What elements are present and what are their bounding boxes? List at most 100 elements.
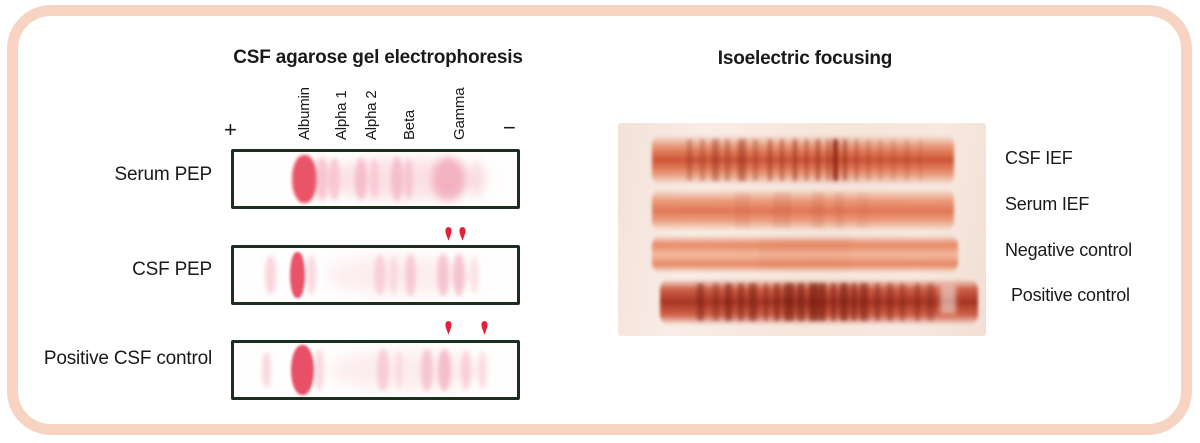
ief-band-stripe xyxy=(830,282,837,322)
gel-band xyxy=(265,256,277,294)
gel-band xyxy=(390,157,403,201)
ief-band-stripe xyxy=(763,282,769,322)
ief-band-stripe xyxy=(780,139,784,181)
ief-band-stripe xyxy=(767,139,772,181)
gel-band xyxy=(469,256,479,294)
ief-band-stripe xyxy=(834,192,844,228)
gel-strip-positive-csf-control xyxy=(231,340,520,400)
ief-band-stripe xyxy=(899,282,905,322)
ief-band-stripe xyxy=(804,139,808,181)
ief-band-stripe xyxy=(808,282,819,322)
gel-band xyxy=(327,256,475,294)
ief-band-stripe xyxy=(725,139,730,181)
ief-band-stripe xyxy=(700,139,705,181)
gel-band xyxy=(330,350,484,390)
ief-band-stripe xyxy=(712,139,719,181)
gel-band xyxy=(291,155,318,203)
gel-band xyxy=(420,349,433,391)
ief-band-stripe xyxy=(759,238,851,270)
ief-band-stripe xyxy=(826,139,830,181)
ief-lane-csf xyxy=(652,135,954,185)
band-marker-arrow-icon xyxy=(480,320,489,341)
gel-band xyxy=(262,351,272,389)
ief-band-stripe xyxy=(919,139,923,181)
band-marker-arrow-icon xyxy=(444,226,453,247)
gel-band xyxy=(453,253,466,297)
gel-band xyxy=(376,349,389,391)
gel-band xyxy=(431,157,466,201)
ief-band-stripe xyxy=(832,139,838,181)
gel-band xyxy=(290,251,306,299)
figure-rounded-border xyxy=(7,5,1192,435)
gel-band xyxy=(405,254,417,296)
gel-band xyxy=(306,254,317,296)
ief-lane-negative-control xyxy=(652,235,958,273)
ief-band-stripe xyxy=(892,139,896,181)
ief-band-stripe xyxy=(874,282,880,322)
ief-band-stripe xyxy=(887,282,894,322)
gel-band xyxy=(470,160,485,198)
strip-label-csf-pep: CSF PEP xyxy=(132,259,212,280)
pep-panel-title: CSF agarose gel electrophoresis xyxy=(233,46,523,68)
strip-label-positive-csf-control: Positive CSF control xyxy=(43,348,212,369)
gel-band xyxy=(438,348,452,392)
ief-band-stripe xyxy=(843,139,848,181)
gel-band xyxy=(314,348,325,392)
fraction-label-albumin: Albumin xyxy=(296,87,313,140)
gel-band xyxy=(355,157,367,201)
ief-band-stripe xyxy=(854,139,858,181)
ief-band-stripe xyxy=(816,139,820,181)
ief-band-stripe xyxy=(724,282,733,322)
anode-plus-label: + xyxy=(224,117,237,142)
ief-lane-positive-control xyxy=(660,279,978,325)
ief-band-stripe xyxy=(905,139,909,181)
gel-band xyxy=(477,351,487,389)
ief-panel-title: Isoelectric focusing xyxy=(717,47,893,69)
ief-band-stripe xyxy=(878,139,883,181)
ief-label-negative-control: Negative control xyxy=(1005,240,1132,260)
oligoclonal-arrows-csf-pep xyxy=(231,226,520,243)
gel-strip-serum-pep xyxy=(231,149,520,209)
ief-label-positive-control: Positive control xyxy=(1011,285,1130,305)
gel-strip-csf-pep xyxy=(231,245,520,305)
ief-band-stripe xyxy=(735,192,751,228)
ief-band-stripe xyxy=(867,139,871,181)
ief-band-stripe xyxy=(784,282,794,322)
gel-band xyxy=(374,254,386,296)
gel-band xyxy=(461,350,472,390)
ief-band-stripe xyxy=(749,282,757,322)
ief-band-stripe xyxy=(860,282,868,322)
ief-band-stripe xyxy=(792,139,797,181)
fraction-label-gamma: Gamma xyxy=(451,87,468,140)
cathode-minus-label: − xyxy=(503,115,516,140)
ief-band-stripe xyxy=(839,282,848,322)
fraction-label-alpha2: Alpha 2 xyxy=(363,90,380,140)
ief-gel-photo xyxy=(618,123,986,336)
gel-band xyxy=(369,158,379,200)
ief-band-stripe xyxy=(797,282,805,322)
ief-band-stripe xyxy=(812,192,825,228)
ief-label-csf: CSF IEF xyxy=(1005,148,1073,168)
ief-band-stripe xyxy=(712,282,719,322)
gel-band xyxy=(437,253,450,297)
ief-band-stripe xyxy=(926,282,935,322)
oligoclonal-arrows-positive-control xyxy=(231,320,520,337)
ief-band-stripe xyxy=(686,139,692,181)
ief-band-stripe xyxy=(818,282,826,322)
ief-band-stripe xyxy=(774,282,780,322)
strip-label-serum-pep: Serum PEP xyxy=(114,164,213,185)
ief-band-stripe xyxy=(737,282,744,322)
gel-band xyxy=(404,158,414,200)
band-marker-arrow-icon xyxy=(458,226,467,247)
ief-band-stripe xyxy=(857,192,870,228)
gel-band xyxy=(394,351,403,389)
fraction-label-beta: Beta xyxy=(401,109,418,140)
ief-band-stripe xyxy=(772,192,791,228)
ief-band-stripe xyxy=(696,282,705,322)
fraction-label-alpha1: Alpha 1 xyxy=(333,90,350,140)
gel-band xyxy=(290,345,315,395)
gel-band xyxy=(389,255,399,295)
ief-band-stripe xyxy=(753,139,758,181)
gel-band xyxy=(314,157,329,201)
ief-band-stripe xyxy=(851,282,857,322)
